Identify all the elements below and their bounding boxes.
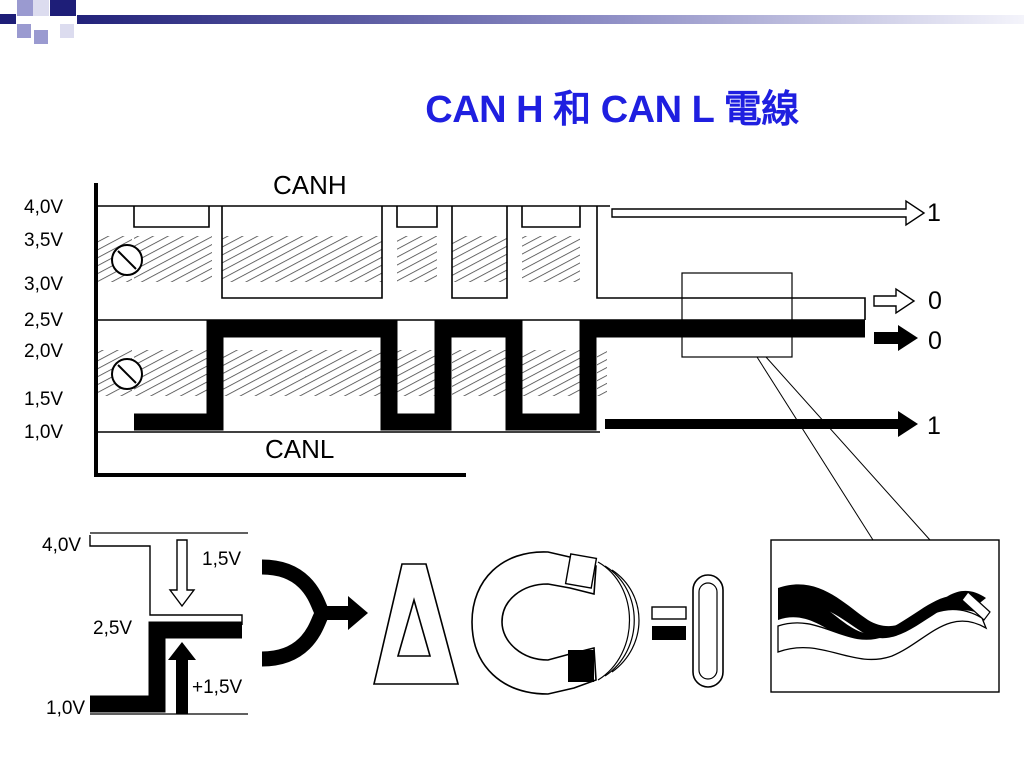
horseshoe-magnet-icon	[471, 551, 640, 695]
hatch-zone	[597, 350, 607, 396]
twisted-pair-icon	[777, 584, 991, 661]
delta-up-label: +1,5V	[192, 677, 243, 698]
hatch-zone	[397, 236, 437, 282]
slide-title: CAN H 和 CAN L 電線	[425, 89, 799, 131]
voltage-tick: 1,5V	[24, 389, 63, 410]
resistor-icon	[111, 358, 143, 390]
decorative-squares	[0, 0, 76, 44]
arrow-down-icon	[168, 539, 196, 608]
decorative-square	[33, 0, 49, 16]
y-merge-arrow-icon	[261, 559, 368, 667]
bottom-differential-diagram: 4,0V 2,5V 1,0V 1,5V +1,5V	[42, 532, 248, 719]
voltage-tick: 3,0V	[24, 274, 63, 295]
output-label: 0	[928, 327, 942, 355]
output-label: 0	[928, 287, 942, 315]
decorative-square	[60, 24, 74, 38]
voltage-tick: 3,5V	[24, 230, 63, 251]
voltage-tick: 4,0V	[42, 535, 81, 556]
zero-icon	[692, 574, 724, 688]
hatch-zone	[522, 236, 580, 282]
zoom-frame	[681, 272, 793, 358]
voltage-tick: 2,0V	[24, 341, 63, 362]
hatch-zone	[222, 350, 382, 396]
hatch-zone	[452, 350, 507, 396]
canh-waveform	[133, 206, 866, 320]
voltage-tick: 1,0V	[46, 698, 85, 719]
arrow-outline-canh-low-icon	[873, 287, 916, 315]
canl-step	[90, 621, 242, 713]
voltage-tick: 2,5V	[93, 618, 132, 639]
decorative-square	[17, 24, 31, 38]
output-label: 1	[927, 412, 941, 440]
decorative-square	[0, 14, 16, 24]
zoom-line-right	[765, 356, 931, 541]
hatch-zone	[134, 236, 212, 282]
delta-down-label: 1,5V	[202, 549, 241, 570]
canh-step	[89, 535, 243, 625]
header-bar	[77, 15, 1024, 24]
equals-icon	[651, 606, 687, 640]
top-voltage-ticks: 4,0V 3,5V 3,0V 2,5V 2,0V 1,5V 1,0V	[24, 197, 63, 443]
decorative-square	[34, 30, 48, 44]
hatch-zone	[522, 350, 580, 396]
hatch-zone	[222, 236, 382, 282]
decorative-square	[50, 0, 76, 16]
hatch-zone	[134, 350, 212, 396]
output-label: 1	[927, 199, 941, 227]
canh-label: CANH	[273, 170, 347, 200]
arrow-solid-canl-low-icon	[605, 411, 918, 437]
decorative-square	[17, 0, 33, 16]
arrow-solid-canl-high-icon	[874, 325, 918, 351]
hatch-zone	[452, 236, 507, 282]
arrow-outline-canh-high-icon	[611, 199, 926, 227]
voltage-tick: 1,0V	[24, 422, 63, 443]
resistor-icon	[111, 244, 143, 276]
hatched-tolerance-zones	[98, 236, 607, 396]
zoom-line-left	[756, 356, 874, 541]
canl-label: CANL	[265, 434, 334, 464]
voltage-tick: 2,5V	[24, 310, 63, 331]
top-waveform-diagram: CANH CANL 4,0V 3,5V 3,0V 2,5V 2,0V 1,5V 1,0V 1…	[24, 170, 942, 541]
voltage-tick: 4,0V	[24, 197, 63, 218]
delta-icon	[372, 563, 460, 685]
arrow-up-icon	[168, 642, 196, 714]
canl-waveform	[134, 320, 865, 431]
hatch-zone	[397, 350, 437, 396]
